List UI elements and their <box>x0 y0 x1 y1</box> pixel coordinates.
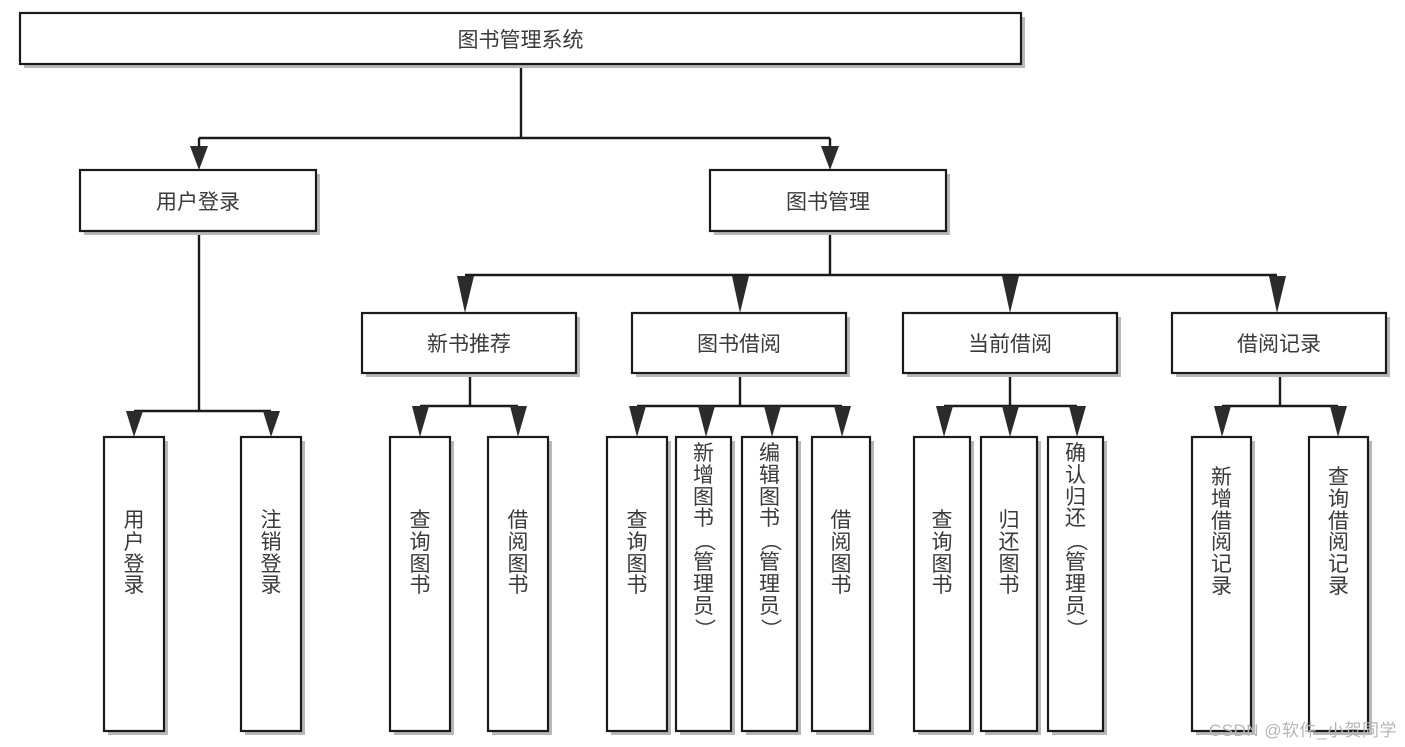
leaf-bb-query-book[interactable] <box>605 435 669 733</box>
arrowhead-bookborrow-leaf-2 <box>698 406 715 437</box>
leaf-bb-edit-book-admin[interactable] <box>740 435 799 733</box>
arrowhead-to-borrow-record <box>1269 276 1286 313</box>
arrowhead-newbook-leaf-1 <box>412 406 429 437</box>
arrowhead-bookborrow-leaf-3 <box>764 406 781 437</box>
arrowhead-bookborrow-leaf-1 <box>629 406 646 437</box>
arrowhead-to-leaf-logout <box>263 411 280 437</box>
arrowhead-to-current-borrow <box>1002 276 1019 313</box>
node-book-borrow[interactable] <box>630 311 848 375</box>
leaf-user-login[interactable] <box>102 435 166 733</box>
arrowhead-to-book-borrow <box>732 276 749 313</box>
node-user-login[interactable] <box>78 168 318 233</box>
leaf-newbook-query-book[interactable] <box>388 435 452 733</box>
arrowhead-currentborrow-leaf-1 <box>936 406 953 437</box>
leaf-newbook-borrow-book[interactable] <box>486 435 550 733</box>
arrowhead-to-leaf-user-login <box>126 411 143 437</box>
node-root[interactable] <box>18 11 1023 66</box>
node-book-management[interactable] <box>708 168 948 233</box>
leaf-bb-borrow-book[interactable] <box>810 435 872 733</box>
arrowhead-borrowrecord-leaf-1 <box>1214 406 1231 437</box>
node-new-book-recommend[interactable] <box>360 311 578 375</box>
leaf-cb-confirm-return-admin[interactable] <box>1046 435 1105 733</box>
arrowhead-borrowrecord-leaf-2 <box>1330 406 1347 437</box>
leaf-logout[interactable] <box>239 435 303 733</box>
node-layer <box>18 11 1390 735</box>
node-current-borrow[interactable] <box>901 311 1119 375</box>
leaf-br-add-record[interactable] <box>1190 435 1253 733</box>
leaf-bb-add-book-admin[interactable] <box>674 435 733 733</box>
leaf-br-query-record[interactable] <box>1307 435 1370 733</box>
arrowhead-currentborrow-leaf-3 <box>1069 406 1086 437</box>
arrowhead-to-book-mgmt <box>821 146 839 170</box>
arrowhead-currentborrow-leaf-2 <box>1002 406 1019 437</box>
arrowhead-to-user-login <box>190 146 208 170</box>
arrowhead-newbook-leaf-2 <box>510 406 527 437</box>
arrowhead-bookborrow-leaf-4 <box>834 406 851 437</box>
leaf-cb-return-book[interactable] <box>979 435 1039 733</box>
node-borrow-record[interactable] <box>1170 311 1388 375</box>
connector-layer <box>126 66 1347 437</box>
leaf-cb-query-book[interactable] <box>912 435 972 733</box>
arrowhead-to-new-book <box>457 276 474 313</box>
